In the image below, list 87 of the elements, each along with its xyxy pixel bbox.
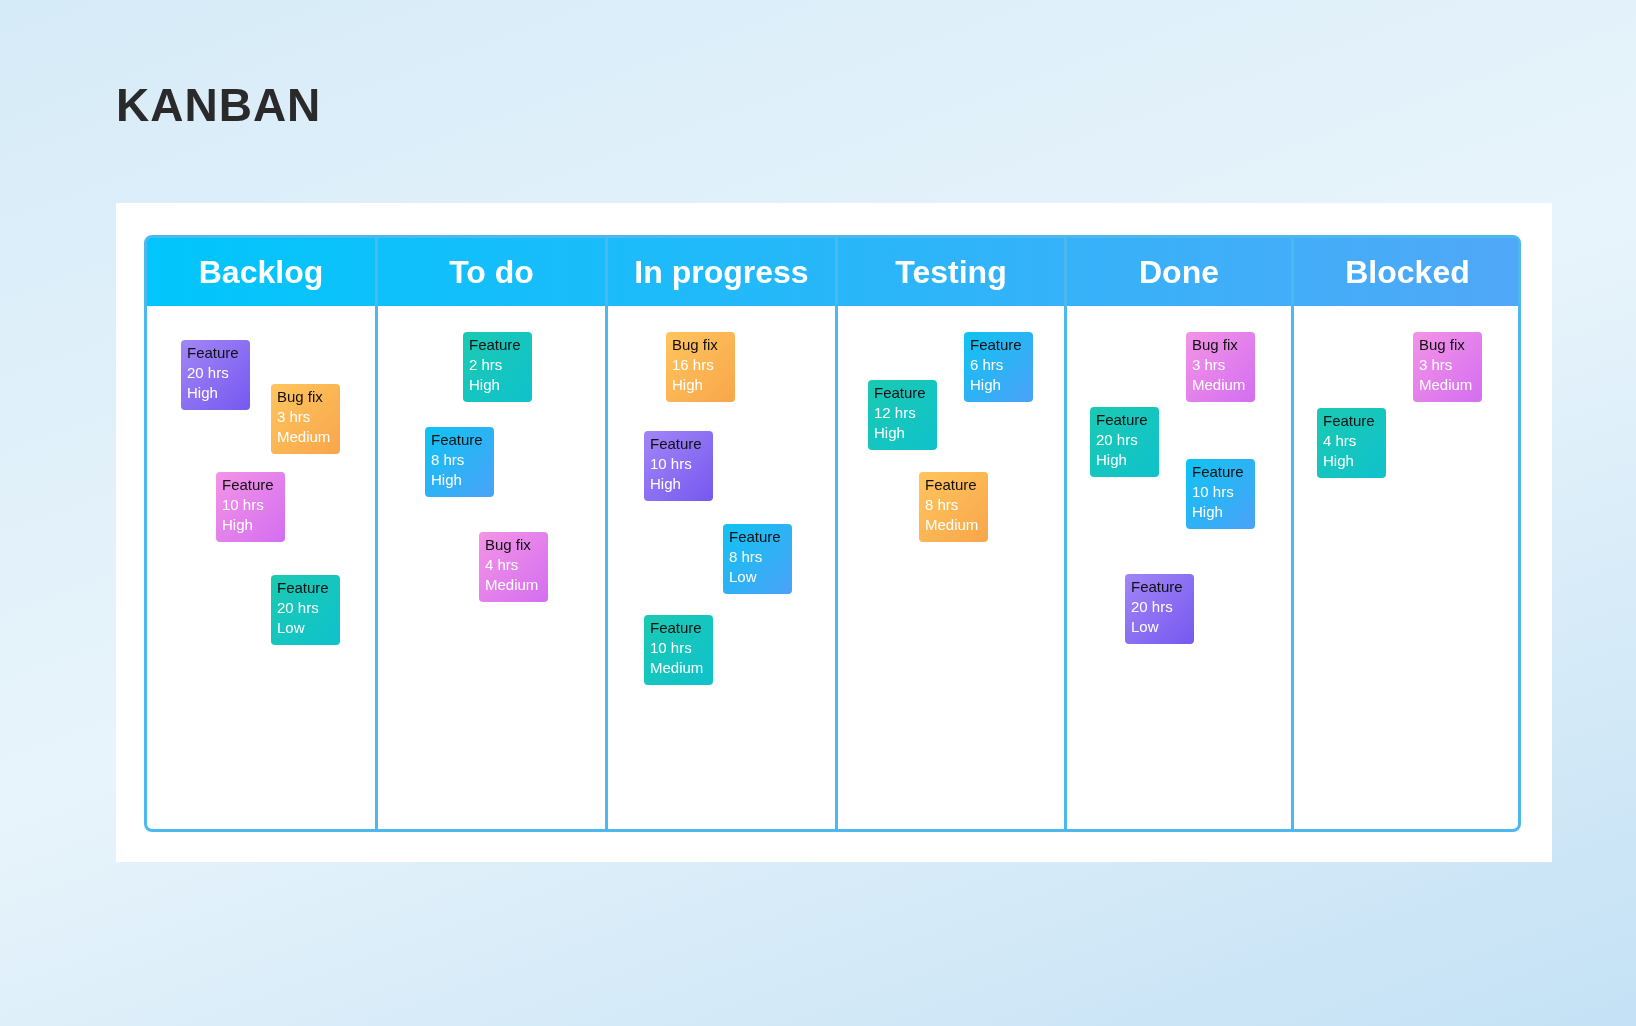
task-card [644,431,713,501]
task-card [1317,408,1386,478]
task-type: Feature [1131,577,1183,597]
task-hours: 8 hrs [729,547,763,567]
task-hours: 6 hrs [970,355,1004,375]
task-priority: Low [1131,617,1159,637]
task-hours: 2 hrs [469,355,503,375]
task-type: Bug fix [485,535,531,555]
task-type: Feature [970,335,1022,355]
task-priority: High [431,470,462,490]
task-type: Bug fix [672,335,718,355]
task-type: Feature [650,434,702,454]
task-card [425,427,494,497]
task-card [919,472,988,542]
task-hours: 20 hrs [1096,430,1138,450]
task-hours: 20 hrs [277,598,319,618]
column-header: Blocked [1344,252,1471,292]
task-type: Feature [431,430,483,450]
task-hours: 4 hrs [1323,431,1357,451]
task-priority: High [1323,451,1354,471]
task-priority: High [469,375,500,395]
task-type: Feature [874,383,926,403]
task-card [271,384,340,454]
task-type: Feature [925,475,977,495]
task-hours: 16 hrs [672,355,714,375]
task-type: Feature [187,343,239,363]
task-type: Feature [1192,462,1244,482]
task-hours: 3 hrs [1192,355,1226,375]
task-card [216,472,285,542]
task-type: Feature [729,527,781,547]
task-card [964,332,1033,402]
task-card [1090,407,1159,477]
task-priority: Medium [1419,375,1473,395]
task-hours: 10 hrs [650,638,692,658]
column-header: Done [1138,252,1220,292]
task-card [479,532,548,602]
task-card [644,615,713,685]
task-priority: High [222,515,253,535]
task-priority: High [970,375,1001,395]
task-hours: 3 hrs [277,407,311,427]
task-priority: Medium [650,658,704,678]
page-title: KANBAN [116,78,322,132]
task-hours: 10 hrs [222,495,264,515]
task-type: Feature [222,475,274,495]
task-priority: High [1192,502,1223,522]
column-header: Backlog [197,252,325,292]
task-hours: 8 hrs [431,450,465,470]
task-card [666,332,735,402]
task-hours: 20 hrs [187,363,229,383]
task-type: Feature [1323,411,1375,431]
task-card [181,340,250,410]
task-card [1186,332,1255,402]
task-type: Bug fix [1192,335,1238,355]
task-hours: 12 hrs [874,403,916,423]
task-hours: 10 hrs [650,454,692,474]
column-header: Testing [894,252,1008,292]
task-type: Bug fix [277,387,323,407]
task-card [463,332,532,402]
task-hours: 3 hrs [1419,355,1453,375]
task-card [723,524,792,594]
column-header: In progress [633,252,810,292]
task-priority: High [672,375,703,395]
task-type: Feature [1096,410,1148,430]
column-header: To do [448,252,535,292]
task-priority: Low [729,567,757,587]
task-hours: 20 hrs [1131,597,1173,617]
task-priority: Medium [277,427,331,447]
task-card [1413,332,1482,402]
task-type: Feature [277,578,329,598]
task-hours: 8 hrs [925,495,959,515]
task-card [868,380,937,450]
task-hours: 4 hrs [485,555,519,575]
task-type: Bug fix [1419,335,1465,355]
task-card [1186,459,1255,529]
task-priority: High [650,474,681,494]
task-priority: Low [277,618,305,638]
task-priority: Medium [1192,375,1246,395]
task-card [1125,574,1194,644]
task-priority: Medium [485,575,539,595]
task-priority: High [187,383,218,403]
task-priority: High [1096,450,1127,470]
task-priority: Medium [925,515,979,535]
task-hours: 10 hrs [1192,482,1234,502]
task-priority: High [874,423,905,443]
task-type: Feature [469,335,521,355]
task-card [271,575,340,645]
task-type: Feature [650,618,702,638]
